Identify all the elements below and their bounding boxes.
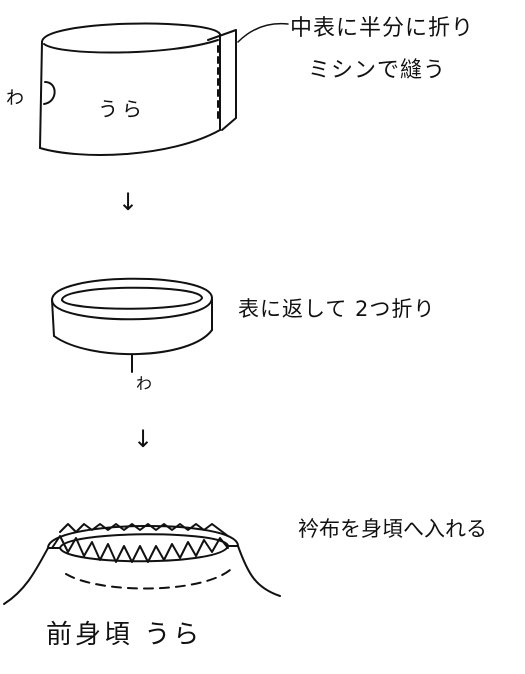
step1-instruction-line2: ミシンで縫う	[308, 58, 447, 83]
callout-leader	[237, 22, 289, 43]
step1-instruction-line1: 中表に半分に折り	[290, 16, 475, 41]
seam-allowance-flap	[207, 29, 237, 131]
folded-collar-strip	[39, 22, 221, 156]
down-arrow-icon: ↓	[133, 425, 154, 453]
ring-fold-mark-label: わ	[136, 374, 153, 393]
fold-mark-label: わ	[6, 88, 24, 109]
collar-in-neckline	[3, 523, 281, 605]
inside-side-label: うら	[98, 97, 146, 121]
step2-instruction: 表に返して 2つ折り	[238, 297, 436, 321]
collar-ring	[51, 277, 213, 373]
front-bodice-caption: 前身頃 うら	[46, 620, 203, 650]
step3-instruction: 衿布を身頃へ入れる	[298, 517, 487, 541]
down-arrow-icon: ↓	[118, 188, 139, 216]
